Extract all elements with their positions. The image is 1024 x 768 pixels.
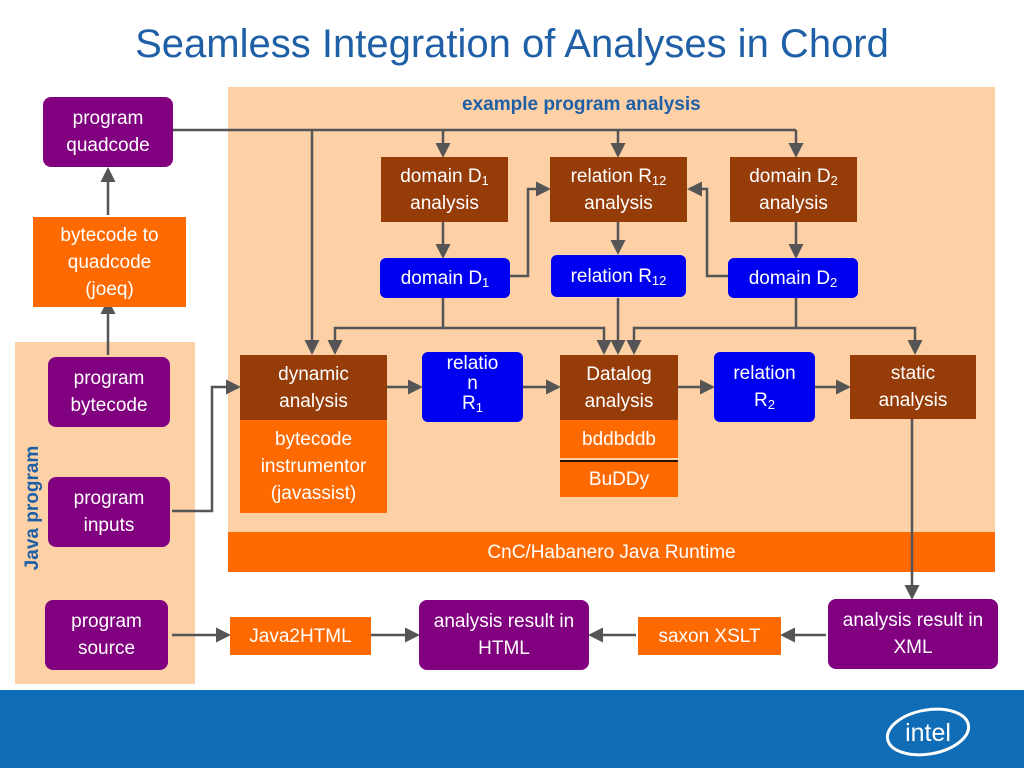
program-inputs-box: program inputs bbox=[48, 477, 170, 547]
java2html-box: Java2HTML bbox=[230, 617, 371, 655]
relation-r12-box: relation R12 bbox=[551, 255, 686, 297]
dynamic-analysis-box: dynamic analysis bbox=[240, 355, 387, 420]
program-quadcode-box: program quadcode bbox=[43, 97, 173, 167]
slide-title: Seamless Integration of Analyses in Chor… bbox=[135, 22, 889, 66]
example-analysis-label: example program analysis bbox=[462, 94, 701, 115]
domain-d2-box: domain D2 bbox=[728, 258, 858, 298]
bddbddb-box: bddbddb bbox=[560, 420, 678, 458]
buddy-box: BuDDy bbox=[560, 460, 678, 497]
intel-logo-icon: intel bbox=[885, 707, 971, 757]
bytecode-to-quadcode-box: bytecode to quadcode (joeq) bbox=[33, 217, 186, 307]
domain-d1-box: domain D1 bbox=[380, 258, 510, 298]
analysis-result-xml-box: analysis result in XML bbox=[828, 599, 998, 669]
program-bytecode-box: program bytecode bbox=[48, 357, 170, 427]
saxon-xslt-box: saxon XSLT bbox=[638, 617, 781, 655]
static-analysis-box: static analysis bbox=[850, 355, 976, 419]
analysis-result-html-box: analysis result in HTML bbox=[419, 600, 589, 670]
bytecode-instrumentor-box: bytecode instrumentor (javassist) bbox=[240, 420, 387, 513]
datalog-analysis-box: Datalog analysis bbox=[560, 355, 678, 420]
runtime-bar: CnC/Habanero Java Runtime bbox=[228, 532, 995, 572]
svg-text:intel: intel bbox=[905, 719, 951, 747]
footer-band bbox=[0, 690, 1024, 768]
program-source-box: program source bbox=[45, 600, 168, 670]
